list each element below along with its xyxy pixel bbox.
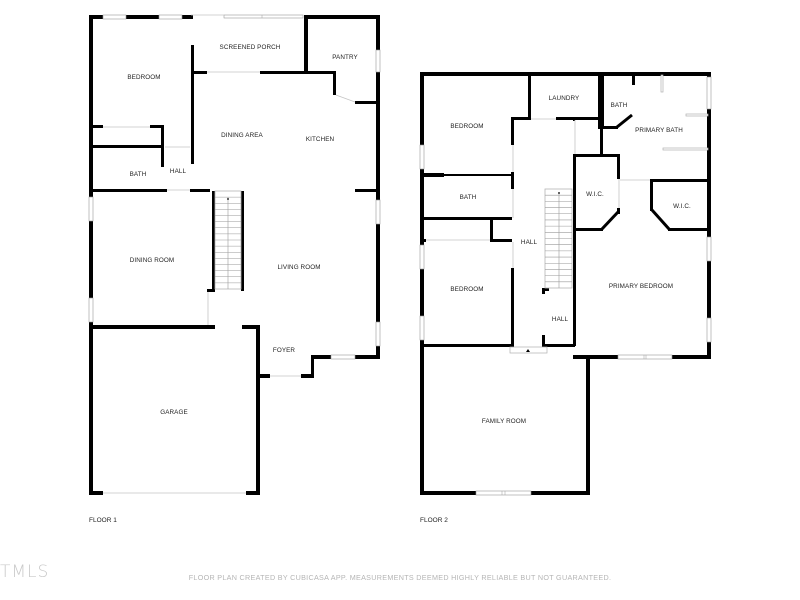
- room-label-bath-small: BATH: [611, 102, 628, 109]
- floor-2-walls: [420, 72, 711, 495]
- floor-1-doors: [103, 14, 356, 494]
- room-label-kitchen: KITCHEN: [306, 136, 335, 143]
- room-label-primary-bath: PRIMARY BATH: [635, 127, 683, 134]
- floor-1-stairs: [214, 190, 242, 290]
- room-label-foyer: FOYER: [273, 347, 296, 354]
- room-label-bedroom-2: BEDROOM: [450, 286, 483, 293]
- room-label-hall-2: HALL: [552, 316, 569, 323]
- room-label-hall: HALL: [170, 168, 187, 175]
- room-label-bedroom-1: BEDROOM: [450, 123, 483, 130]
- room-label-dining-area: DINING AREA: [221, 132, 263, 139]
- floor-1-windows: [88, 14, 381, 360]
- floor-1-walls: [89, 15, 380, 495]
- room-label-family-room: FAMILY ROOM: [482, 418, 526, 425]
- floor-2-room-labels: BEDROOM LAUNDRY BATH PRIMARY BATH BATH W…: [450, 95, 691, 425]
- floor-2-stairs: [544, 188, 573, 289]
- room-label-garage: GARAGE: [160, 409, 188, 416]
- room-label-primary-bedroom: PRIMARY BEDROOM: [609, 283, 673, 290]
- room-label-wic-1: W.I.C.: [586, 191, 604, 198]
- mls-logo: TMLS: [0, 562, 50, 582]
- room-label-laundry: LAUNDRY: [549, 95, 580, 102]
- room-label-screened-porch: SCREENED PORCH: [220, 44, 281, 51]
- room-label-wic-2: W.I.C.: [673, 203, 691, 210]
- floor-1-room-labels: BEDROOM SCREENED PORCH PANTRY DINING ARE…: [127, 44, 358, 416]
- room-label-living-room: LIVING ROOM: [277, 264, 320, 271]
- room-label-bedroom: BEDROOM: [127, 74, 160, 81]
- floor-2-label: FLOOR 2: [420, 517, 448, 524]
- floor-2-doors: [426, 118, 650, 354]
- disclaimer-footer: FLOOR PLAN CREATED BY CUBICASA APP. MEAS…: [188, 573, 612, 582]
- room-label-bath: BATH: [130, 171, 147, 178]
- room-label-hall-1: HALL: [521, 239, 538, 246]
- floor-2-plan: BEDROOM LAUNDRY BATH PRIMARY BATH BATH W…: [419, 72, 712, 524]
- floor-1-plan: BEDROOM SCREENED PORCH PANTRY DINING ARE…: [88, 14, 381, 524]
- floor-2-windows: [419, 74, 712, 496]
- floor-1-label: FLOOR 1: [89, 517, 117, 524]
- room-label-dining-room: DINING ROOM: [130, 257, 174, 264]
- room-label-bath: BATH: [460, 194, 477, 201]
- room-label-pantry: PANTRY: [332, 54, 358, 61]
